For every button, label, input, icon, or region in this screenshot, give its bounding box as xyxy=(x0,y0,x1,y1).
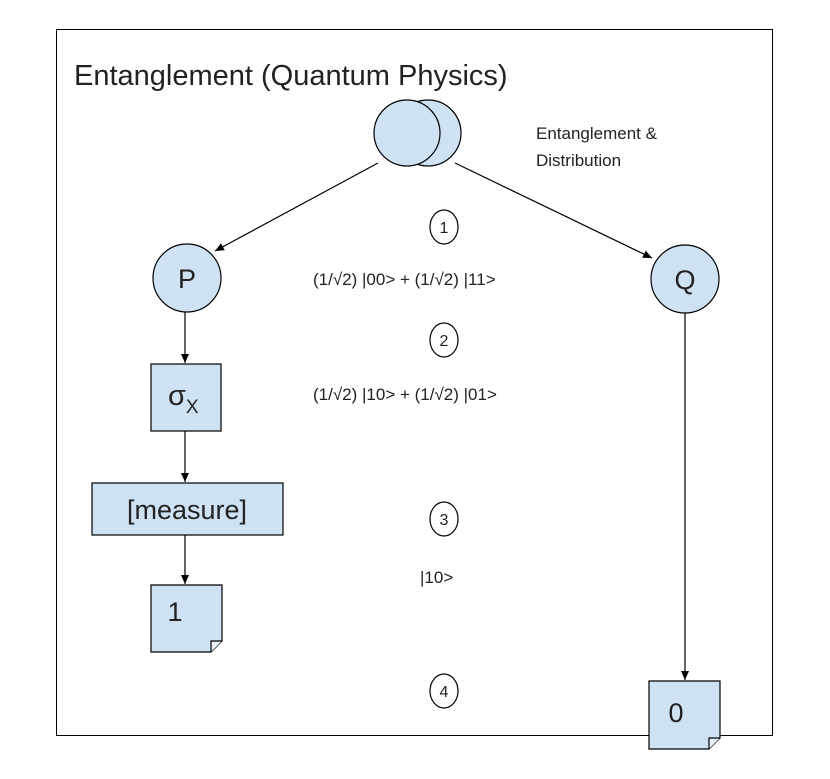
measure-label: [measure] xyxy=(127,495,247,525)
step-3-number: 3 xyxy=(440,512,449,529)
step-4-number: 4 xyxy=(440,684,449,701)
source-label-line2: Distribution xyxy=(536,151,621,170)
sigma-symbol: σ xyxy=(168,380,186,412)
source-label-line1: Entanglement & xyxy=(536,124,658,143)
step-2-state: (1/√2) |10> + (1/√2) |01> xyxy=(313,385,497,404)
step-1-state: (1/√2) |00> + (1/√2) |11> xyxy=(313,270,496,289)
result-q-value: 0 xyxy=(668,698,683,728)
step-2-marker: 2 xyxy=(429,322,459,358)
result-q-document xyxy=(648,680,721,750)
p-node xyxy=(152,243,222,313)
step-4-marker: 4 xyxy=(429,673,459,709)
arrow-source-to-p xyxy=(214,162,379,252)
q-node-label: Q xyxy=(674,265,695,295)
diagram-title: Entanglement (Quantum Physics) xyxy=(74,60,508,92)
result-p-value: 1 xyxy=(167,597,182,627)
entanglement-source-node xyxy=(373,99,462,167)
step-1-number: 1 xyxy=(440,220,449,237)
step-3-state: |10> xyxy=(420,568,453,587)
step-3-marker: 3 xyxy=(429,501,459,537)
result-p-document xyxy=(150,584,223,653)
step-2-number: 2 xyxy=(440,333,449,350)
arrow-source-to-q xyxy=(454,162,653,259)
sigma-x-label: σX xyxy=(168,380,199,418)
step-1-marker: 1 xyxy=(429,209,459,245)
p-node-label: P xyxy=(178,264,196,294)
sigma-x-gate xyxy=(150,363,222,432)
measure-box xyxy=(91,482,284,536)
sigma-subscript: X xyxy=(186,397,199,418)
